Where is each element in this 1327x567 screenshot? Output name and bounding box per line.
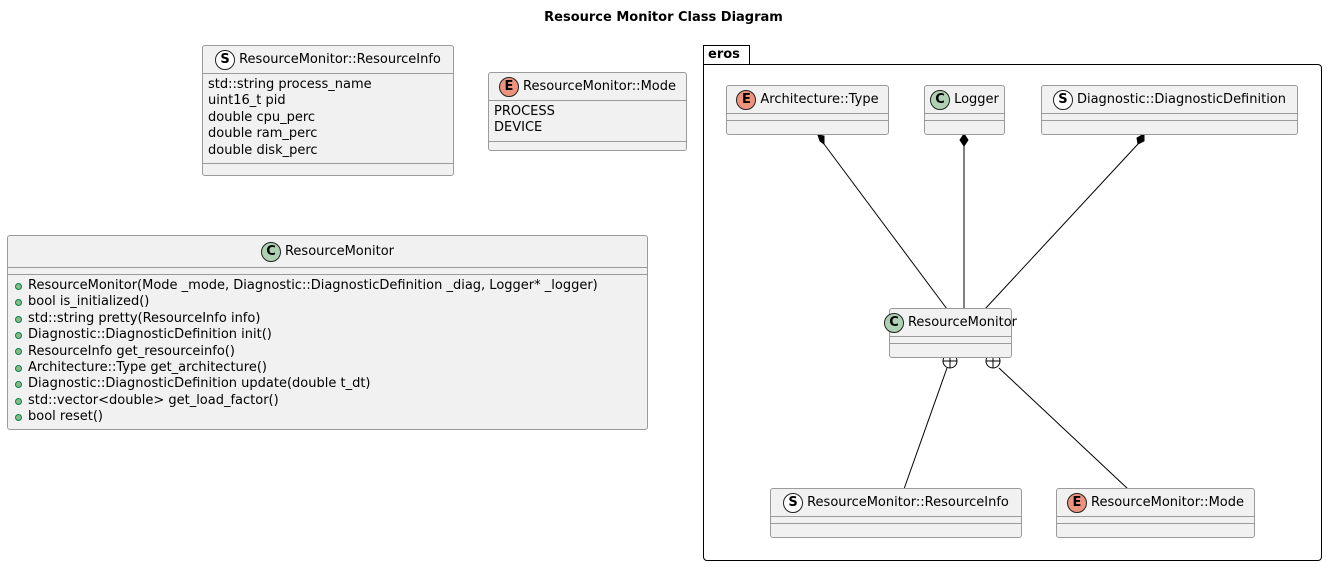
mode-header: E ResourceMonitor::Mode (489, 73, 686, 100)
resource-info-struct: S ResourceMonitor::ResourceInfo std::str… (202, 45, 454, 176)
method-row: std::string pretty(ResourceInfo info) (15, 311, 642, 327)
resource-monitor-name: ResourceMonitor (284, 244, 395, 259)
public-marker-icon (15, 315, 22, 323)
composition-diamond-architecture-type (817, 134, 825, 145)
package-eros (703, 64, 1322, 561)
composition-line-diagnostic-definition (984, 143, 1139, 310)
method-signature: ResourceMonitor(Mode _mode, Diagnostic::… (28, 278, 598, 293)
public-marker-icon (15, 331, 22, 339)
resource-monitor-class: C ResourceMonitor ResourceMonitor(Mode _… (7, 235, 648, 430)
pkg-node-header: E ResourceMonitor::Mode (1057, 489, 1254, 516)
pkg-node-header: C ResourceMonitor (883, 309, 1017, 336)
method-row: Diagnostic::DiagnosticDefinition init() (15, 327, 642, 343)
public-marker-icon (15, 364, 22, 372)
field: double cpu_perc (208, 109, 316, 125)
pkg-node-header: E Architecture::Type (727, 86, 888, 113)
pkg-diagnostic-definition-struct: S Diagnostic::DiagnosticDefinition (1041, 85, 1298, 135)
pkg-node-name: Architecture::Type (760, 92, 879, 107)
pkg-architecture-type-enum: E Architecture::Type (726, 85, 889, 135)
mode-values: PROCESS DEVICE (489, 101, 686, 141)
method-signature: Architecture::Type get_architecture() (28, 360, 267, 376)
pkg-node-name: Logger (954, 92, 999, 107)
diagram-title: Resource Monitor Class Diagram (544, 10, 783, 25)
enum-badge: E (1067, 492, 1087, 513)
enum-badge: E (736, 89, 757, 110)
enum-value: PROCESS (494, 104, 555, 119)
public-marker-icon (15, 348, 22, 356)
public-marker-icon (15, 282, 22, 290)
pkg-node-name: ResourceMonitor (907, 315, 1018, 330)
pkg-logger-class: C Logger (924, 85, 1005, 135)
method-row: std::vector<double> get_load_factor() (15, 393, 642, 409)
resource-monitor-methods: ResourceMonitor(Mode _mode, Diagnostic::… (8, 275, 647, 430)
struct-badge: S (215, 49, 236, 70)
method-row: Architecture::Type get_architecture() (15, 360, 642, 376)
method-row: ResourceMonitor(Mode _mode, Diagnostic::… (15, 278, 642, 294)
package-eros-tab: eros (703, 45, 750, 64)
field: double ram_perc (208, 126, 318, 142)
nested-line-mode (998, 367, 1129, 490)
enum-value: DEVICE (494, 120, 543, 136)
method-signature: std::string pretty(ResourceInfo info) (28, 310, 261, 326)
class-badge: C (883, 312, 904, 333)
pkg-resource-monitor-class: C ResourceMonitor (883, 308, 1017, 358)
public-marker-icon (15, 413, 22, 421)
mode-name: ResourceMonitor::Mode (523, 79, 676, 94)
method-signature: bool reset() (28, 409, 103, 425)
pkg-node-name: ResourceMonitor::Mode (1091, 495, 1244, 510)
struct-badge: S (783, 492, 804, 513)
composition-line-architecture-type (823, 143, 948, 310)
class-badge: C (260, 241, 281, 262)
pkg-node-header: S ResourceMonitor::ResourceInfo (771, 489, 1021, 516)
class-badge: C (930, 89, 951, 110)
public-marker-icon (15, 299, 22, 307)
public-marker-icon (15, 381, 22, 389)
enum-badge: E (499, 76, 519, 97)
resource-info-name: ResourceMonitor::ResourceInfo (239, 52, 441, 67)
field: uint16_t pid (208, 93, 286, 109)
struct-badge: S (1052, 89, 1073, 110)
method-row: bool is_initialized() (15, 294, 642, 310)
field: std::string process_name (208, 77, 372, 92)
pkg-node-header: C Logger (925, 86, 1004, 113)
method-row: ResourceInfo get_resourceinfo() (15, 344, 642, 360)
method-signature: Diagnostic::DiagnosticDefinition init() (28, 327, 272, 343)
method-signature: Diagnostic::DiagnosticDefinition update(… (28, 376, 371, 392)
resource-monitor-header: C ResourceMonitor (8, 236, 647, 267)
method-signature: ResourceInfo get_resourceinfo() (28, 343, 235, 359)
mode-enum: E ResourceMonitor::Mode PROCESS DEVICE (488, 72, 687, 151)
pkg-mode-enum: E ResourceMonitor::Mode (1056, 488, 1255, 538)
composition-diamond-logger (959, 133, 969, 147)
method-row: bool reset() (15, 409, 642, 425)
pkg-node-name: Diagnostic::DiagnosticDefinition (1076, 92, 1287, 107)
method-signature: bool is_initialized() (28, 294, 150, 310)
nested-line-resource-info (903, 367, 948, 490)
public-marker-icon (15, 397, 22, 405)
pkg-resource-info-struct: S ResourceMonitor::ResourceInfo (770, 488, 1022, 538)
pkg-node-name: ResourceMonitor::ResourceInfo (807, 495, 1009, 510)
resource-info-fields: std::string process_name uint16_t pid do… (203, 74, 453, 163)
composition-diamond-diagnostic-definition (1136, 133, 1145, 145)
method-row: Diagnostic::DiagnosticDefinition update(… (15, 376, 642, 392)
field: double disk_perc (208, 142, 318, 158)
method-signature: std::vector<double> get_load_factor() (28, 392, 279, 408)
resource-info-header: S ResourceMonitor::ResourceInfo (203, 46, 453, 73)
pkg-node-header: S Diagnostic::DiagnosticDefinition (1042, 86, 1297, 113)
